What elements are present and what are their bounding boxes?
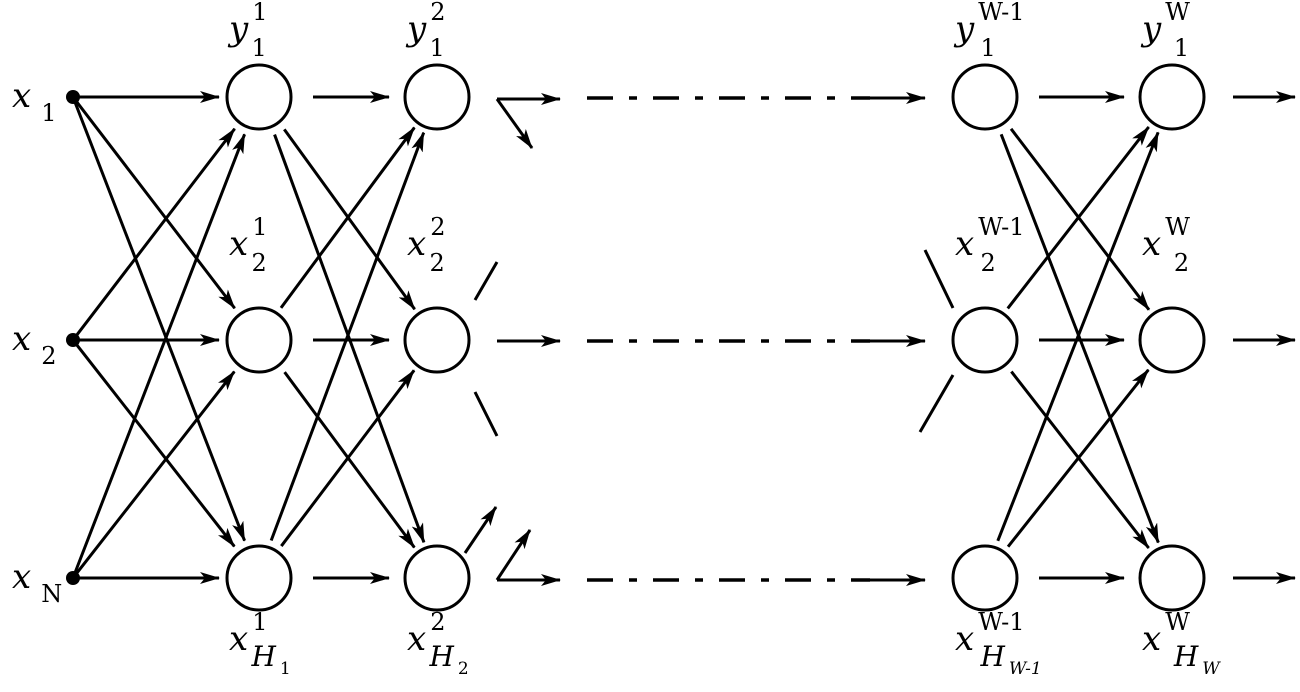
input-node-dot (66, 333, 80, 347)
nodes-group (66, 63, 1206, 612)
neuron-node (225, 306, 293, 374)
ellipsis-stub-line (473, 391, 499, 437)
input-edge-arrow (73, 133, 246, 575)
neuron-node (1138, 63, 1206, 131)
neuron-node (1138, 544, 1206, 612)
layer-edge-arrow (1010, 370, 1150, 549)
input-node-dot (66, 571, 80, 585)
neuron-node (403, 306, 471, 374)
neuron-node (225, 63, 293, 131)
layer-edge-arrow (283, 128, 416, 311)
ellipsis-stub-arrow (463, 506, 498, 554)
layer-edge-arrow (996, 131, 1160, 542)
neuron-node (951, 306, 1019, 374)
input-edge-arrow (74, 370, 236, 576)
layer-edge-arrow (1006, 368, 1150, 548)
layer-edge-arrow (273, 134, 426, 544)
input-edge-arrow (73, 100, 246, 542)
layer-edge-arrow (1009, 127, 1151, 311)
layer-edge-arrow (279, 126, 416, 309)
neuron-node (951, 544, 1019, 612)
layer-edge-arrow (1006, 126, 1150, 310)
ellipsis-stub-arrow (495, 98, 534, 149)
input-node-dot (66, 90, 80, 104)
layer-edge-arrow (269, 131, 426, 542)
neuron-node (951, 63, 1019, 131)
ellipsis-stub-arrow (495, 529, 532, 581)
layer-edge-arrow (999, 133, 1160, 544)
edges-group (73, 91, 1296, 586)
input-edge-arrow (74, 127, 236, 338)
neuron-node (225, 544, 293, 612)
neuron-node (403, 544, 471, 612)
layer-edge-arrow (283, 371, 416, 549)
layer-edge-arrow (280, 369, 416, 547)
input-edge-arrow (74, 342, 236, 548)
incoming-stub-line (918, 374, 955, 433)
ellipsis-stub-line (473, 261, 499, 301)
neuron-node (403, 63, 471, 131)
input-edge-arrow (74, 99, 236, 310)
neuron-node (1138, 306, 1206, 374)
incoming-stub-line (923, 249, 955, 309)
